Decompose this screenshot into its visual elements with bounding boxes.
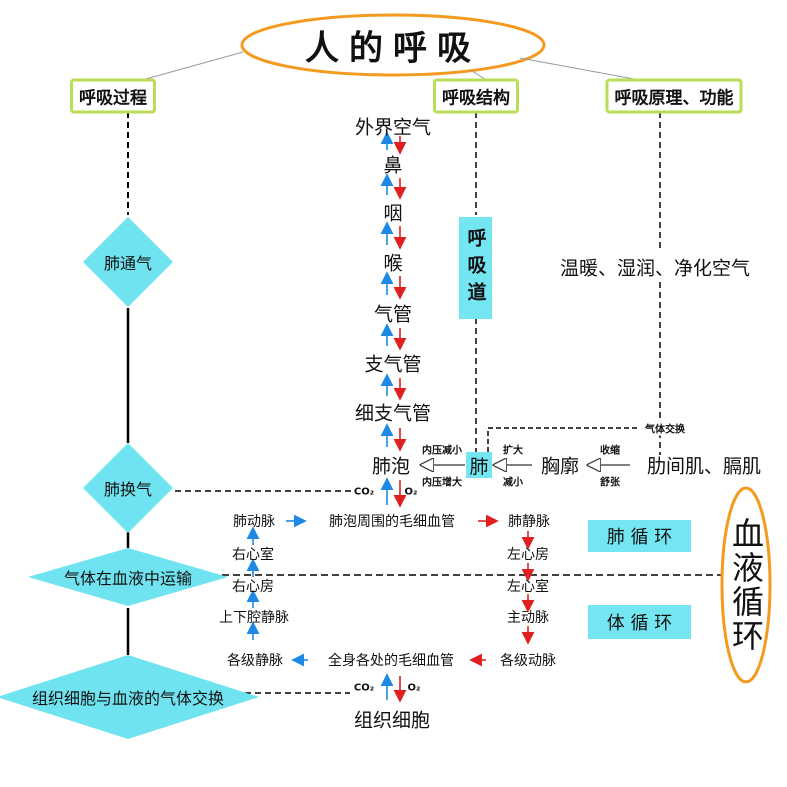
alveolar-capillaries: 肺泡周围的毛细血管 xyxy=(329,514,455,530)
page-title: 人的呼吸 xyxy=(305,28,481,69)
airway-bronchioles: 细支气管 xyxy=(354,402,432,425)
pressure-up-label: 内压增大 xyxy=(422,477,462,489)
airway-bronchi: 支气管 xyxy=(364,353,422,376)
systemic-circulation-box: 体 循 环 xyxy=(588,605,691,639)
chest-label: 胸廓 xyxy=(540,455,580,478)
o2-label-lung: O₂ xyxy=(404,486,418,498)
pulmonary-artery: 肺动脉 xyxy=(233,514,275,530)
respiratory-tract-label: 呼吸道 xyxy=(459,217,492,319)
process-tissue-exchange: 组织细胞与血液的气体交换 xyxy=(0,655,259,739)
o2-label-tissue: O₂ xyxy=(407,682,421,694)
shrink-label: 减小 xyxy=(503,477,523,489)
arteries: 各级动脉 xyxy=(500,653,556,669)
aorta: 主动脉 xyxy=(507,610,549,626)
venae-cavae: 上下腔静脉 xyxy=(219,610,289,626)
function-text: 温暖、湿润、净化空气 xyxy=(559,257,751,280)
header-principle: 呼吸原理、功能 xyxy=(605,78,743,114)
airway-larynx: 喉 xyxy=(383,252,403,275)
right-ventricle: 右心室 xyxy=(232,547,274,563)
tissue-cells: 组织细胞 xyxy=(353,709,431,732)
respiratory-tract-text: 呼吸道 xyxy=(464,227,487,309)
muscles-label: 肋间肌、膈肌 xyxy=(646,455,762,478)
left-atrium: 左心房 xyxy=(507,547,549,563)
lung-box: 肺 xyxy=(466,452,492,478)
process-blood-transport-label: 气体在血液中运输 xyxy=(63,569,192,588)
pulmonary-circulation-label: 肺 循 环 xyxy=(606,527,673,548)
airway-outside-air: 外界空气 xyxy=(354,116,432,139)
pulmonary-circulation-box: 肺 循 环 xyxy=(588,520,691,552)
co2-label-tissue: CO₂ xyxy=(353,682,375,694)
veins: 各级静脉 xyxy=(227,653,283,669)
relax-label: 舒张 xyxy=(600,477,620,489)
blood-circulation-label-wrap: 血液循环 xyxy=(724,498,768,672)
co2-label-lung: CO₂ xyxy=(353,486,375,498)
airway-pharynx: 咽 xyxy=(383,202,403,225)
pulmonary-vein: 肺静脉 xyxy=(508,514,550,530)
left-ventricle: 左心室 xyxy=(507,579,549,595)
right-atrium: 右心房 xyxy=(232,579,274,595)
airway-alveoli: 肺泡 xyxy=(371,455,411,478)
systemic-circulation-label: 体 循 环 xyxy=(606,613,673,634)
process-lung-ventilation-label: 肺通气 xyxy=(103,254,152,273)
lung-label: 肺 xyxy=(469,455,489,478)
airway-nose: 鼻 xyxy=(383,154,403,177)
process-tissue-exchange-label: 组织细胞与血液的气体交换 xyxy=(31,689,224,708)
header-process: 呼吸过程 xyxy=(70,78,156,114)
pressure-down-label: 内压减小 xyxy=(422,445,462,457)
contract-label: 收缩 xyxy=(600,445,620,457)
gas-exchange-label: 气体交换 xyxy=(643,420,687,436)
process-lung-exchange: 肺换气 xyxy=(83,443,173,533)
blood-circulation-label: 血液循环 xyxy=(727,517,765,653)
blood-circulation-ellipse xyxy=(720,486,772,684)
airway-trachea: 气管 xyxy=(373,303,413,326)
body-capillaries: 全身各处的毛细血管 xyxy=(328,653,454,669)
process-lung-ventilation: 肺通气 xyxy=(83,217,173,307)
process-blood-transport: 气体在血液中运输 xyxy=(28,548,228,606)
header-structure: 呼吸结构 xyxy=(433,78,519,114)
process-lung-exchange-label: 肺换气 xyxy=(103,480,152,499)
expand-label: 扩大 xyxy=(503,445,523,457)
title-ellipse xyxy=(240,13,546,77)
